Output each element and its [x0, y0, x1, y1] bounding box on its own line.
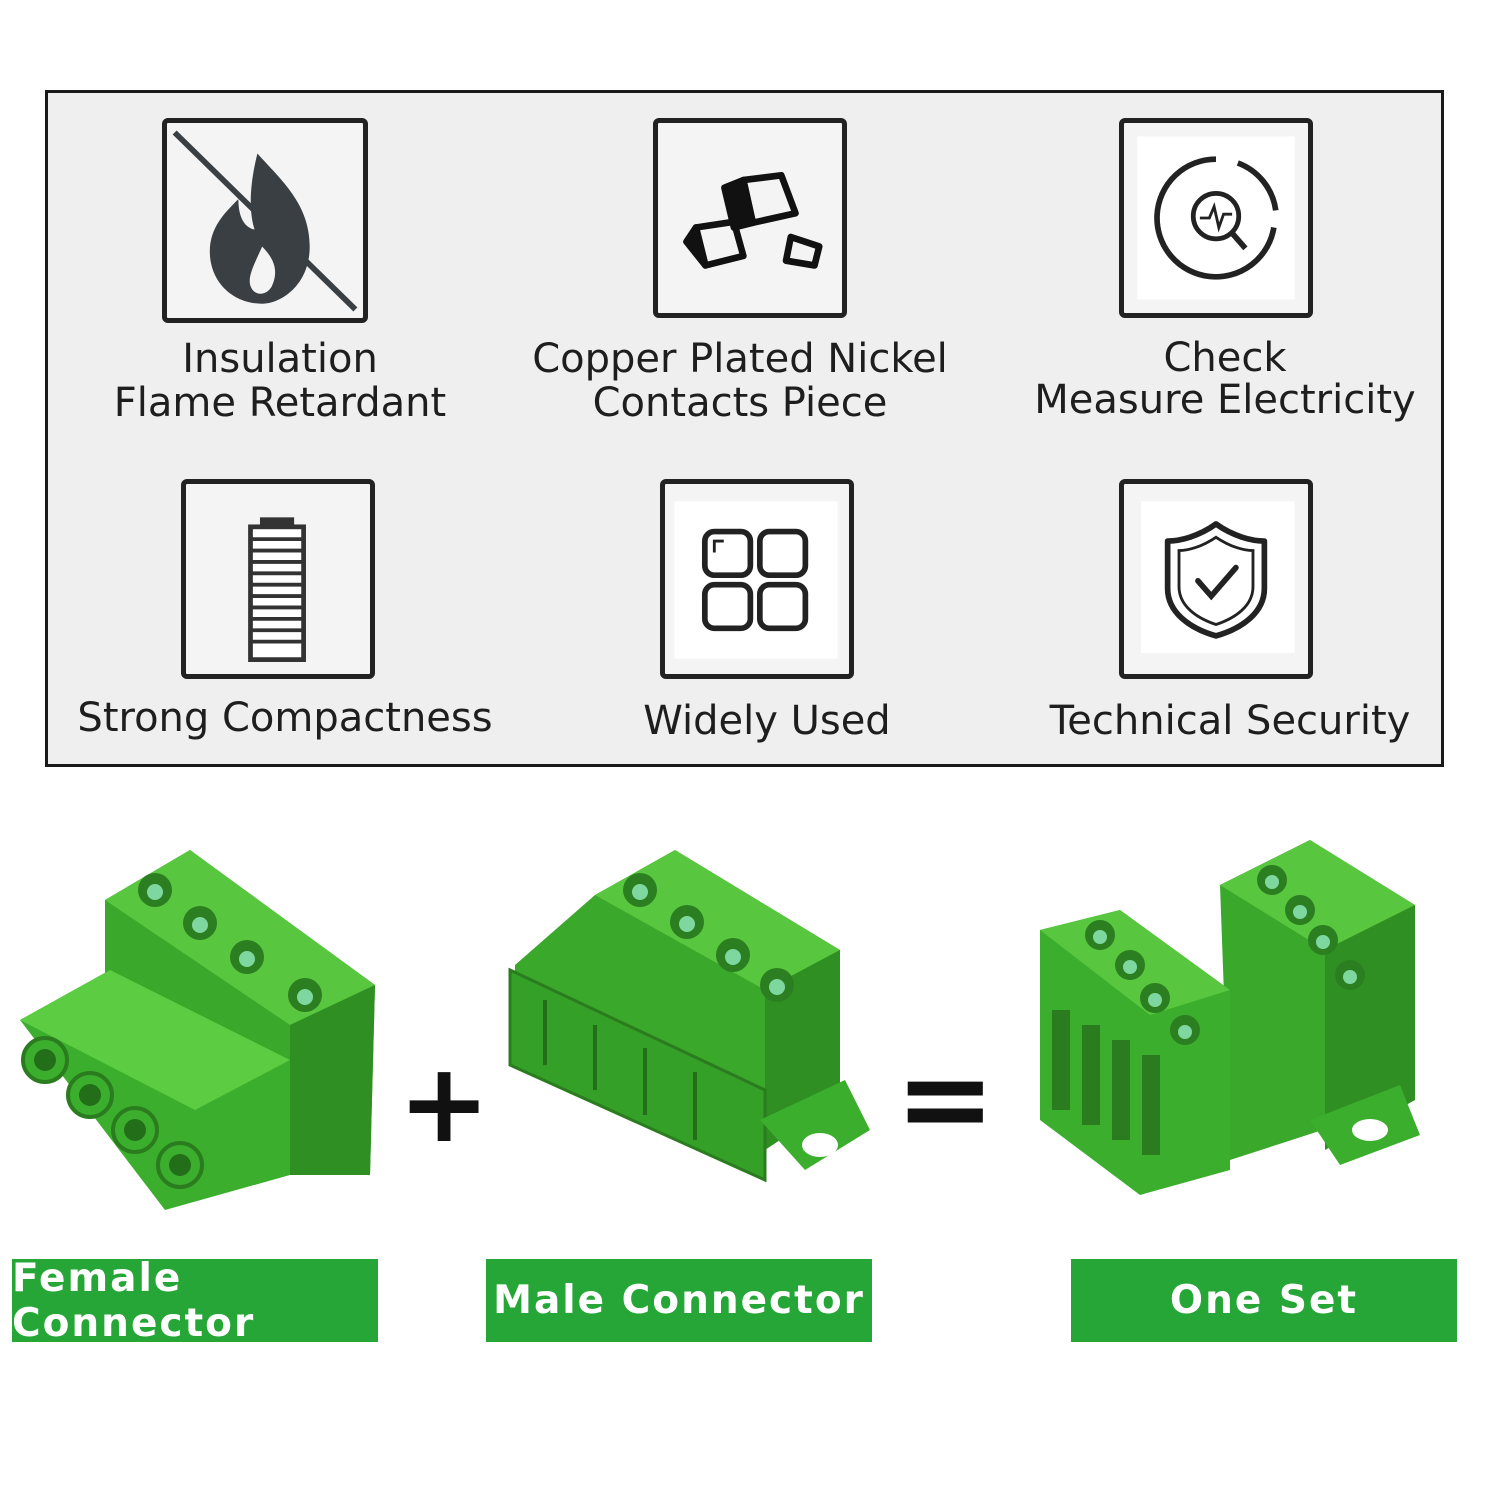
grid-apps-icon	[660, 479, 854, 679]
feature-line2: Measure Electricity	[1034, 377, 1416, 423]
feature-line2: Contacts Piece	[592, 380, 888, 426]
feature-check-measure: Check Measure Electricity	[1015, 337, 1435, 421]
feature-technical-security: Technical Security	[1020, 699, 1440, 743]
measure-search-icon	[1119, 118, 1313, 318]
equals-sign: =	[895, 1030, 996, 1169]
one-set-label: One Set	[1071, 1259, 1457, 1342]
feature-line1: Technical Security	[1049, 698, 1411, 744]
metal-bars-icon	[653, 118, 847, 318]
feature-line1: Strong Compactness	[77, 695, 493, 741]
feature-line1: Copper Plated Nickel	[532, 336, 948, 382]
male-connector-image	[508, 850, 870, 1183]
feature-line1: Widely Used	[643, 698, 891, 744]
one-set-image	[1040, 840, 1420, 1195]
battery-icon	[181, 479, 375, 679]
feature-line2: Flame Retardant	[113, 380, 447, 426]
female-connector-label: Female Connector	[12, 1256, 378, 1346]
shield-check-icon	[1119, 479, 1313, 679]
feature-copper-nickel: Copper Plated Nickel Contacts Piece	[500, 337, 980, 425]
plus-sign: +	[398, 1039, 491, 1167]
no-fire-icon	[162, 118, 368, 323]
female-connector-image	[20, 850, 375, 1210]
feature-flame-retardant: Insulation Flame Retardant	[70, 337, 490, 425]
feature-line1: Check	[1163, 335, 1287, 381]
male-connector-label: Male Connector	[486, 1259, 872, 1342]
feature-widely-used: Widely Used	[560, 699, 974, 743]
feature-line1: Insulation	[182, 336, 378, 382]
feature-compactness: Strong Compactness	[60, 696, 510, 740]
